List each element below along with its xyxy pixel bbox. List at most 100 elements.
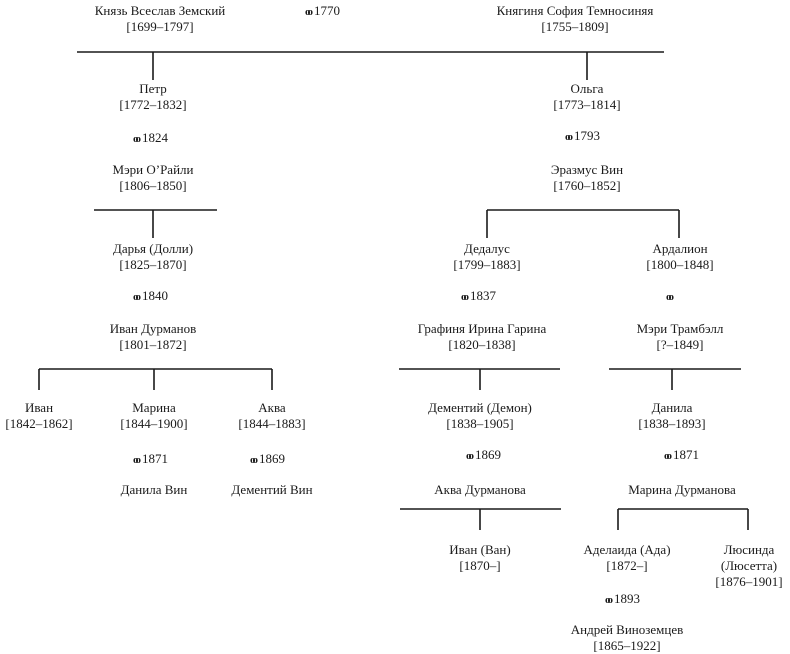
person-name: Дарья (Долли) bbox=[112, 241, 194, 256]
person-demon: Дементий (Демон) [1838–1905] bbox=[410, 400, 550, 432]
person-name: Княгиня София Темносиняя bbox=[496, 3, 654, 18]
person-name: Дементий (Демон) bbox=[428, 400, 532, 415]
person-dates: [1755–1809] bbox=[541, 19, 609, 34]
marriage-icon bbox=[250, 452, 255, 468]
person-name: Петр bbox=[139, 81, 167, 96]
marriage-olga-erasmus: 1793 bbox=[565, 128, 600, 145]
person-name: Ольга bbox=[570, 81, 604, 96]
marriage-year: 1824 bbox=[142, 130, 168, 145]
person-dates: [1773–1814] bbox=[553, 97, 621, 112]
marriage-year: 1871 bbox=[673, 447, 699, 462]
person-dates: [1825–1870] bbox=[119, 257, 187, 272]
person-name: Ардалион bbox=[652, 241, 708, 256]
person-dates: [1838–1893] bbox=[638, 416, 706, 431]
person-name: Данила bbox=[651, 400, 693, 415]
marriage-demon-aqua: 1869 bbox=[466, 447, 501, 464]
person-name: Аква bbox=[258, 400, 286, 415]
person-irina: Графиня Ирина Гарина [1820–1838] bbox=[397, 321, 567, 353]
person-erasmus: Эразмус Вин [1760–1852] bbox=[527, 162, 647, 194]
person-dates: [1844–1900] bbox=[120, 416, 188, 431]
person-name: Иван Дурманов bbox=[109, 321, 197, 336]
marriage-icon bbox=[461, 289, 466, 305]
marriage-icon bbox=[664, 448, 669, 464]
marriage-darya-ivan: 1840 bbox=[133, 288, 168, 305]
person-mary-trumbull: Мэри Трамбэлл [?–1849] bbox=[615, 321, 745, 353]
marriage-year: 1837 bbox=[470, 288, 496, 303]
marriage-icon bbox=[133, 289, 138, 305]
person-vseslav: Князь Всеслав Земский [1699–1797] bbox=[85, 3, 235, 35]
person-name: Марина bbox=[132, 400, 176, 415]
person-name: Иван (Ван) bbox=[449, 542, 511, 557]
person-name: Мэри О’Райли bbox=[112, 162, 194, 177]
person-ardalion: Ардалион [1800–1848] bbox=[625, 241, 735, 273]
marriage-ardalion-mary bbox=[666, 288, 675, 305]
person-sofia: Княгиня София Темносиняя [1755–1809] bbox=[485, 3, 665, 35]
person-aqua: Аква [1844–1883] bbox=[227, 400, 317, 432]
marriage-marina-daniel: 1871 bbox=[133, 451, 168, 468]
person-dates: [1865–1922] bbox=[593, 638, 661, 653]
person-marina-durmanova: Марина Дурманова bbox=[612, 482, 752, 498]
person-darya: Дарья (Долли) [1825–1870] bbox=[93, 241, 213, 273]
person-name: Графиня Ирина Гарина bbox=[417, 321, 547, 336]
marriage-vseslav-sofia: 1770 bbox=[305, 3, 340, 20]
person-dates: [1872–] bbox=[606, 558, 648, 573]
person-dates: [1806–1850] bbox=[119, 178, 187, 193]
person-van: Иван (Ван) [1870–] bbox=[435, 542, 525, 574]
person-name: Андрей Виноземцев bbox=[570, 622, 684, 637]
person-dates: [1870–] bbox=[459, 558, 501, 573]
marriage-year: 1840 bbox=[142, 288, 168, 303]
person-dates: [1760–1852] bbox=[553, 178, 621, 193]
person-aqua-durmanova: Аква Дурманова bbox=[415, 482, 545, 498]
marriage-year: 1869 bbox=[259, 451, 285, 466]
marriage-aqua-demian: 1869 bbox=[250, 451, 285, 468]
person-lucette: Люсинда (Люсетта) [1876–1901] bbox=[705, 542, 790, 590]
marriage-icon bbox=[666, 289, 671, 305]
marriage-icon bbox=[305, 4, 310, 20]
person-dates: [1699–1797] bbox=[126, 19, 194, 34]
person-name: Дедалус bbox=[464, 241, 510, 256]
marriage-year: 1893 bbox=[614, 591, 640, 606]
person-ivan-durmanov: Иван Дурманов [1801–1872] bbox=[88, 321, 218, 353]
marriage-petr-mary: 1824 bbox=[133, 130, 168, 147]
marriage-icon bbox=[133, 452, 138, 468]
person-dates: [1842–1862] bbox=[5, 416, 73, 431]
person-dates: [1772–1832] bbox=[119, 97, 187, 112]
marriage-icon bbox=[466, 448, 471, 464]
person-name: Эразмус Вин bbox=[550, 162, 624, 177]
person-ivan: Иван [1842–1862] bbox=[0, 400, 80, 432]
person-dates: [?–1849] bbox=[656, 337, 704, 352]
person-name: Марина Дурманова bbox=[628, 482, 736, 497]
person-name: Князь Всеслав Земский bbox=[94, 3, 226, 18]
person-mary-oreilly: Мэри О’Райли [1806–1850] bbox=[93, 162, 213, 194]
person-dates: [1838–1905] bbox=[446, 416, 514, 431]
person-name: Мэри Трамбэлл bbox=[636, 321, 724, 336]
person-name: Данила Вин bbox=[120, 482, 188, 497]
marriage-icon bbox=[605, 592, 610, 608]
marriage-icon bbox=[133, 131, 138, 147]
person-name-alt: (Люсетта) bbox=[720, 558, 778, 573]
person-dates: [1876–1901] bbox=[715, 574, 783, 589]
marriage-dedalus-irina: 1837 bbox=[461, 288, 496, 305]
person-danila: Данила [1838–1893] bbox=[627, 400, 717, 432]
person-andrey: Андрей Виноземцев [1865–1922] bbox=[557, 622, 697, 654]
person-dates: [1844–1883] bbox=[238, 416, 306, 431]
person-marina: Марина [1844–1900] bbox=[109, 400, 199, 432]
person-dates: [1800–1848] bbox=[646, 257, 714, 272]
person-demian-veen: Дементий Вин bbox=[217, 482, 327, 498]
marriage-year: 1871 bbox=[142, 451, 168, 466]
marriage-year: 1770 bbox=[314, 3, 340, 18]
person-dates: [1799–1883] bbox=[453, 257, 521, 272]
marriage-danila-marina: 1871 bbox=[664, 447, 699, 464]
person-name: Люсинда bbox=[723, 542, 775, 557]
person-ada: Аделаида (Ада) [1872–] bbox=[567, 542, 687, 574]
person-name: Аква Дурманова bbox=[434, 482, 526, 497]
person-dedalus: Дедалус [1799–1883] bbox=[432, 241, 542, 273]
person-daniel-veen: Данила Вин bbox=[99, 482, 209, 498]
person-name: Иван bbox=[24, 400, 54, 415]
person-name: Аделаида (Ада) bbox=[583, 542, 671, 557]
person-dates: [1820–1838] bbox=[448, 337, 516, 352]
person-olga: Ольга [1773–1814] bbox=[537, 81, 637, 113]
person-name: Дементий Вин bbox=[231, 482, 313, 497]
